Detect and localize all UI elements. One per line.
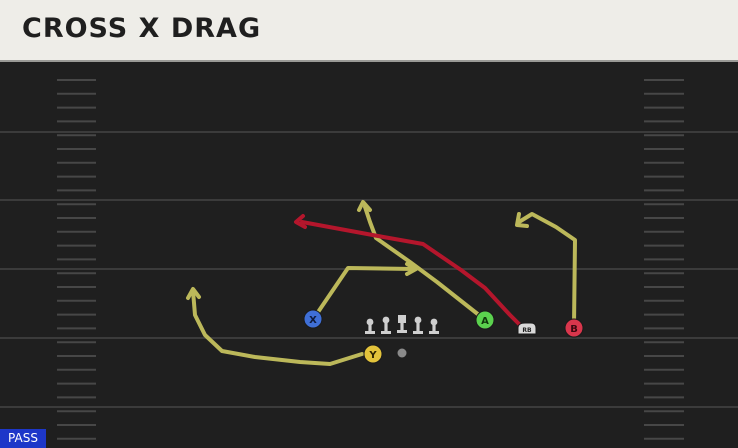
- player-rb-label: RB: [522, 327, 532, 334]
- lineman: [381, 316, 391, 334]
- lineman: [413, 316, 423, 334]
- player-y-label: Y: [368, 350, 377, 361]
- center: [397, 315, 407, 333]
- route-rb-arrow: [294, 214, 307, 229]
- hash-marks: [57, 79, 684, 440]
- play-title: CROSS X DRAG: [22, 13, 262, 44]
- route-y-arrow: [186, 287, 201, 300]
- player-x-label: X: [309, 315, 317, 326]
- player-b-label: B: [570, 324, 578, 335]
- route-x: [312, 266, 416, 320]
- play-field: X Y A B RB: [0, 62, 738, 448]
- play-type-badge: PASS: [0, 429, 46, 448]
- quarterback-marker: [397, 348, 407, 358]
- offensive-line: [365, 315, 439, 334]
- route-a-arrow: [357, 200, 372, 212]
- players: X Y A B RB: [303, 309, 584, 364]
- field-background: [0, 62, 738, 448]
- route-rb: [300, 220, 525, 330]
- route-a: [363, 205, 486, 321]
- routes: [186, 200, 577, 366]
- route-y: [191, 289, 364, 366]
- play-title-bar: CROSS X DRAG: [0, 0, 738, 60]
- lineman: [365, 318, 375, 334]
- player-a-label: A: [481, 316, 489, 327]
- lineman: [429, 318, 439, 334]
- route-b-arrow: [515, 212, 529, 228]
- player-x[interactable]: X: [303, 309, 323, 329]
- player-rb[interactable]: RB: [517, 322, 537, 335]
- route-b: [517, 212, 577, 327]
- player-b[interactable]: B: [564, 318, 584, 338]
- player-y[interactable]: Y: [363, 344, 383, 364]
- route-x-arrow: [405, 262, 418, 276]
- player-a[interactable]: A: [475, 310, 495, 330]
